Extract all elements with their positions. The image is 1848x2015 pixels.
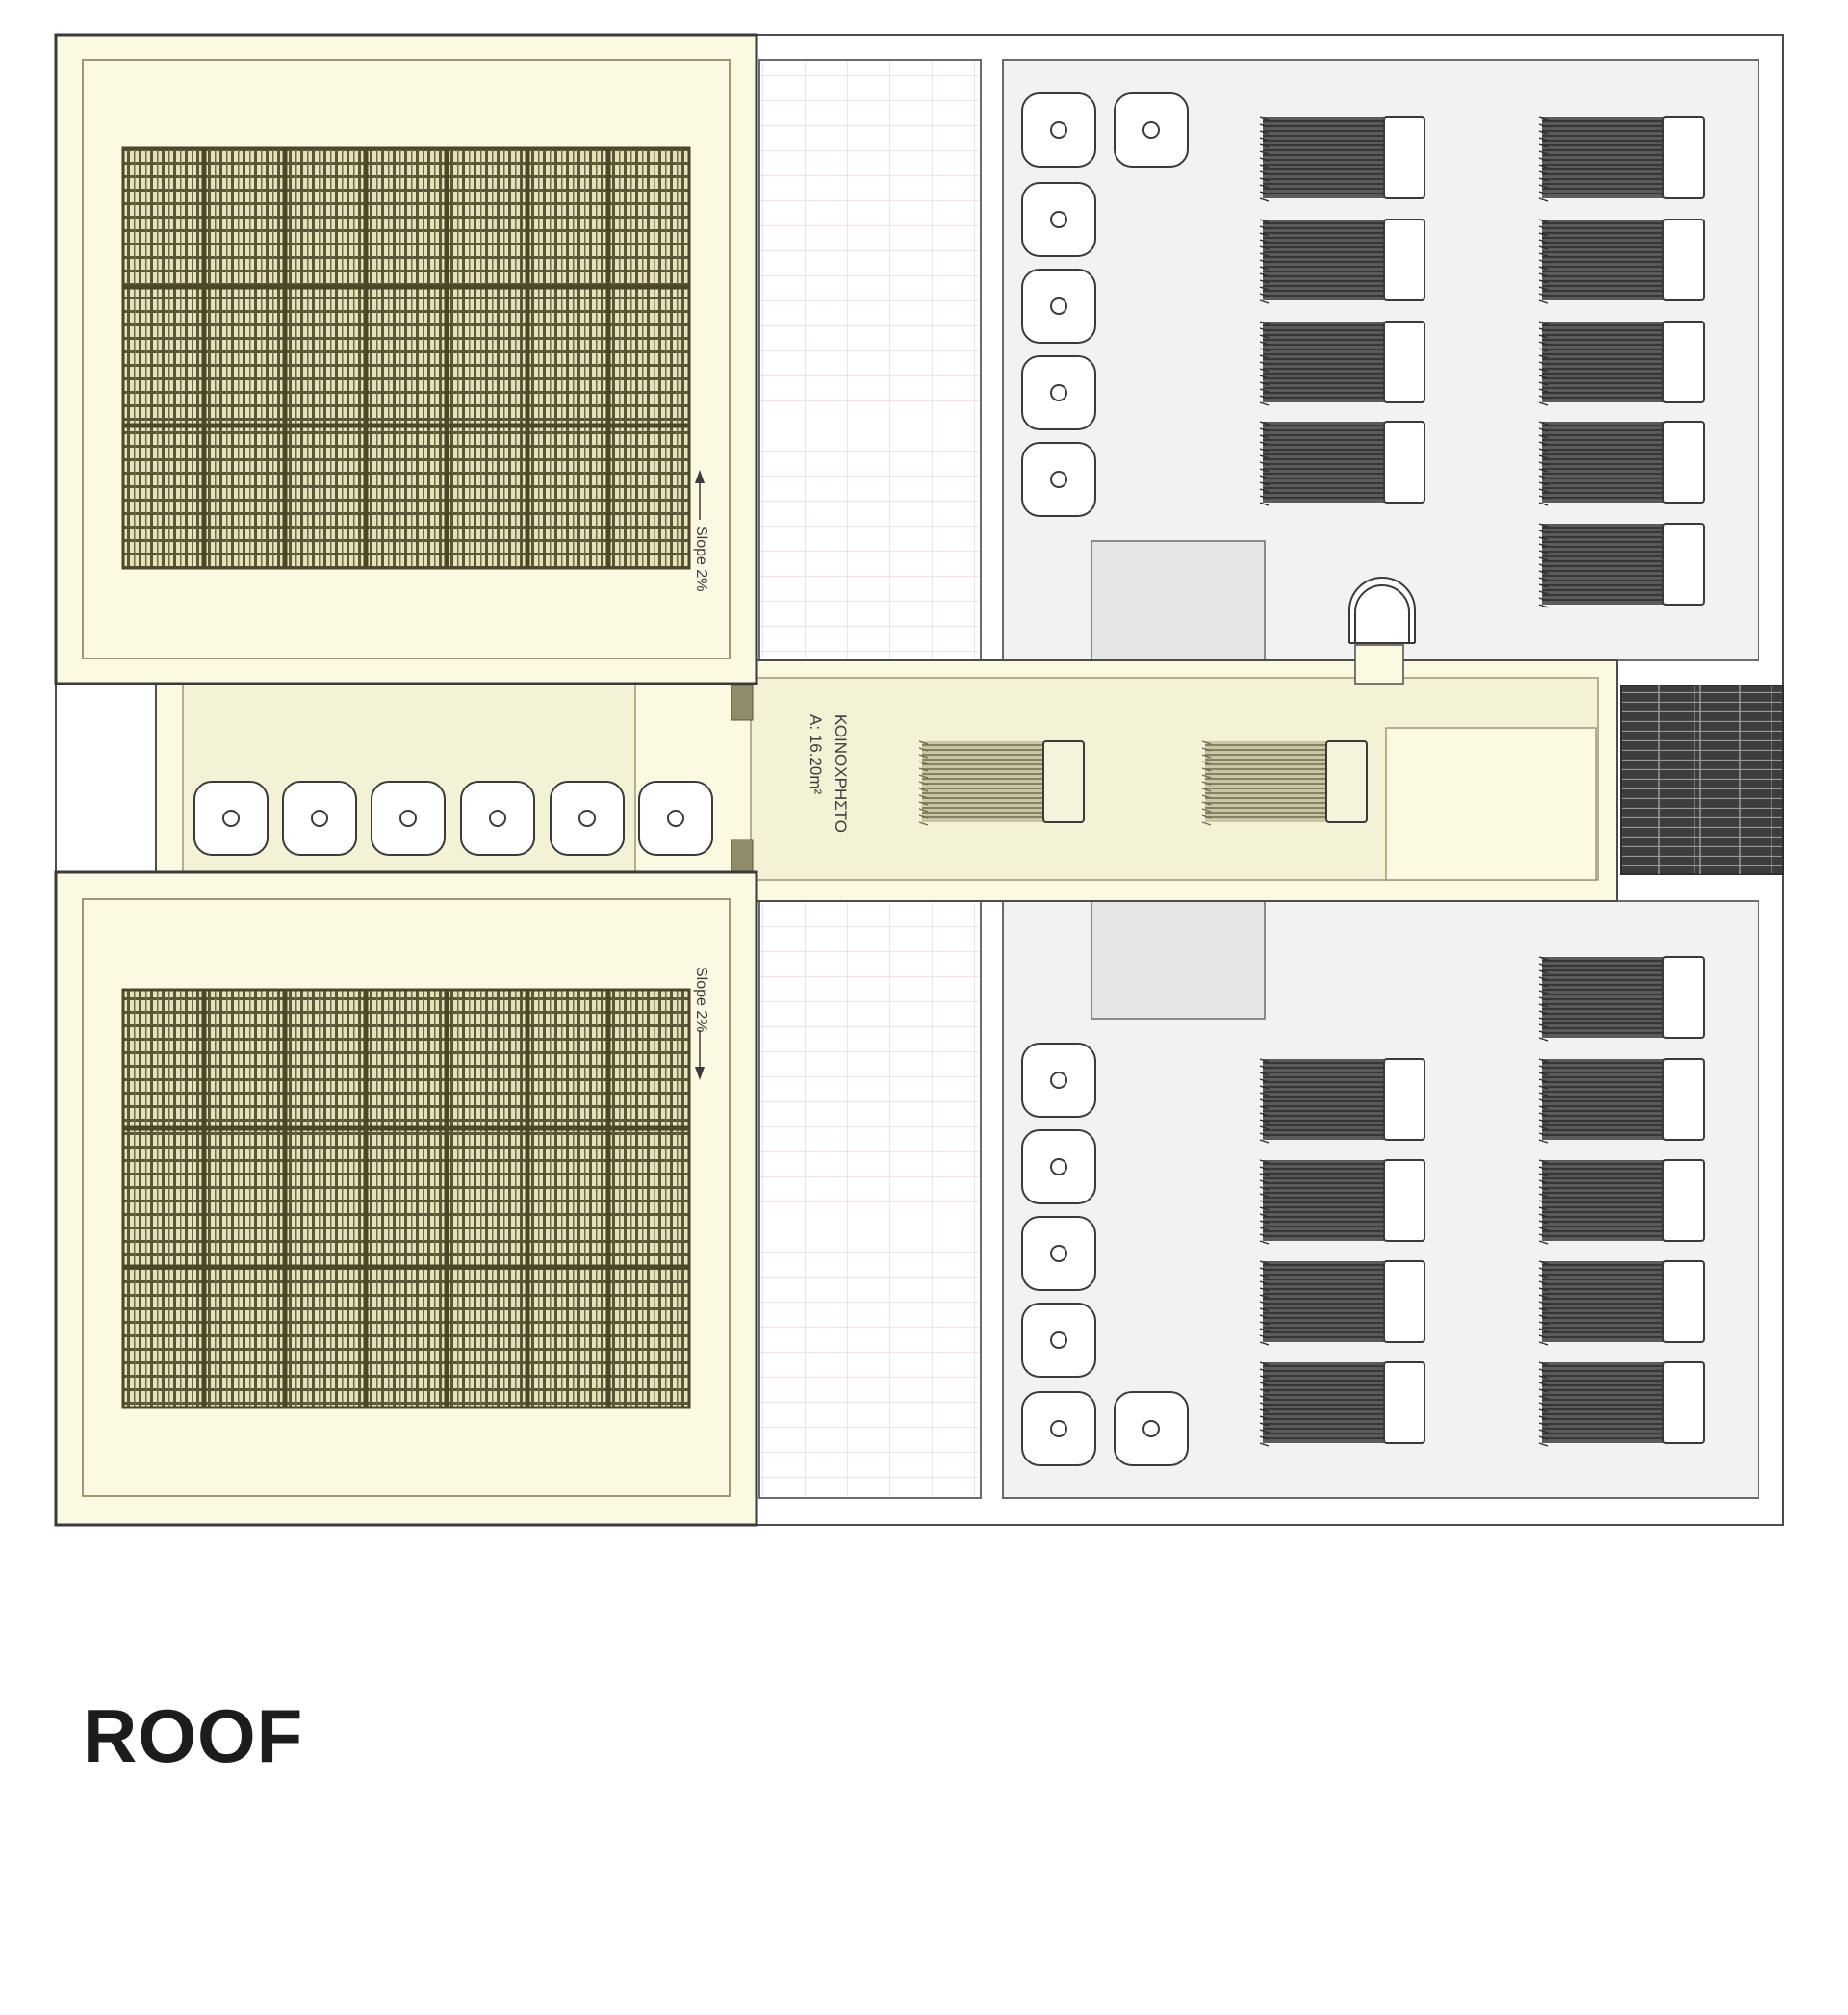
solar-block-top xyxy=(54,33,758,685)
staircase xyxy=(1620,685,1784,875)
sun-lounger-icon xyxy=(1259,116,1425,202)
planter-pot-icon xyxy=(638,781,713,856)
planter-pot-icon xyxy=(371,781,446,856)
planter-pot-icon xyxy=(282,781,357,856)
slope-arrow-top: Slope 2% xyxy=(693,470,709,592)
corridor-label-name: ΚΟΙΝΟΧΡΗΣΤΟ xyxy=(832,714,850,833)
sun-lounger-icon xyxy=(1538,321,1705,406)
sun-lounger-icon xyxy=(1538,1361,1705,1447)
roof-plan-drawing: Slope 2% Slope 2% ΚΟΙΝΟΧΡΗΣΤΟ Α: 16.20m² xyxy=(54,33,1784,1527)
sun-lounger-icon xyxy=(1259,1058,1425,1144)
solar-panel-array-icon xyxy=(121,988,691,1409)
sun-lounger-icon xyxy=(1538,219,1705,304)
planter-pot-icon xyxy=(1021,92,1096,168)
outdoor-shower-icon xyxy=(1348,577,1416,644)
sun-lounger-icon xyxy=(1538,956,1705,1042)
planter-pot-icon xyxy=(1021,1043,1096,1118)
planter-pot-icon xyxy=(1021,355,1096,430)
planter-pot-icon xyxy=(1021,182,1096,257)
corridor-label: ΚΟΙΝΟΧΡΗΣΤΟ Α: 16.20m² xyxy=(807,714,850,833)
planter-pot-icon xyxy=(1021,1391,1096,1466)
planter-pot-icon xyxy=(460,781,535,856)
planter-pot-icon xyxy=(1021,1129,1096,1204)
sun-lounger-icon xyxy=(1259,1260,1425,1346)
planter-pot-icon xyxy=(1021,269,1096,344)
solar-panel-array-icon xyxy=(121,146,691,570)
slab-bottom xyxy=(1091,900,1266,1020)
sun-lounger-icon xyxy=(1538,116,1705,202)
sun-lounger-icon xyxy=(1259,321,1425,406)
slope-label-top: Slope 2% xyxy=(693,526,709,592)
sun-lounger-icon xyxy=(1538,421,1705,506)
planter-pot-icon xyxy=(1021,1216,1096,1291)
roof-floor-plan: Slope 2% Slope 2% ΚΟΙΝΟΧΡΗΣΤΟ Α: 16.20m² xyxy=(54,33,1784,1527)
sun-lounger-icon xyxy=(1538,1058,1705,1144)
sun-lounger-icon xyxy=(1259,219,1425,304)
solar-block-bottom xyxy=(54,870,758,1527)
page-title: ROOF xyxy=(83,1693,304,1778)
planter-pot-icon xyxy=(1114,92,1189,168)
sun-lounger-icon xyxy=(918,740,1085,826)
corridor-label-area: Α: 16.20m² xyxy=(807,714,825,794)
planter-pot-icon xyxy=(1021,442,1096,517)
tiled-strip-top xyxy=(758,59,982,661)
planter-pot-icon xyxy=(550,781,625,856)
sun-lounger-icon xyxy=(1538,523,1705,608)
slope-label-bottom: Slope 2% xyxy=(693,967,709,1033)
sun-lounger-icon xyxy=(1538,1260,1705,1346)
slab-top xyxy=(1091,540,1266,661)
sun-lounger-icon xyxy=(1538,1159,1705,1245)
sun-lounger-icon xyxy=(1201,740,1368,826)
planter-pot-icon xyxy=(1114,1391,1189,1466)
tiled-strip-bottom xyxy=(758,900,982,1499)
sun-lounger-icon xyxy=(1259,421,1425,506)
sun-lounger-icon xyxy=(1259,1361,1425,1447)
sun-lounger-icon xyxy=(1259,1159,1425,1245)
furniture-layer xyxy=(193,92,1705,1466)
planter-pot-icon xyxy=(1021,1303,1096,1378)
planter-pot-icon xyxy=(193,781,269,856)
slope-arrow-bottom: Slope 2% xyxy=(693,967,709,1080)
